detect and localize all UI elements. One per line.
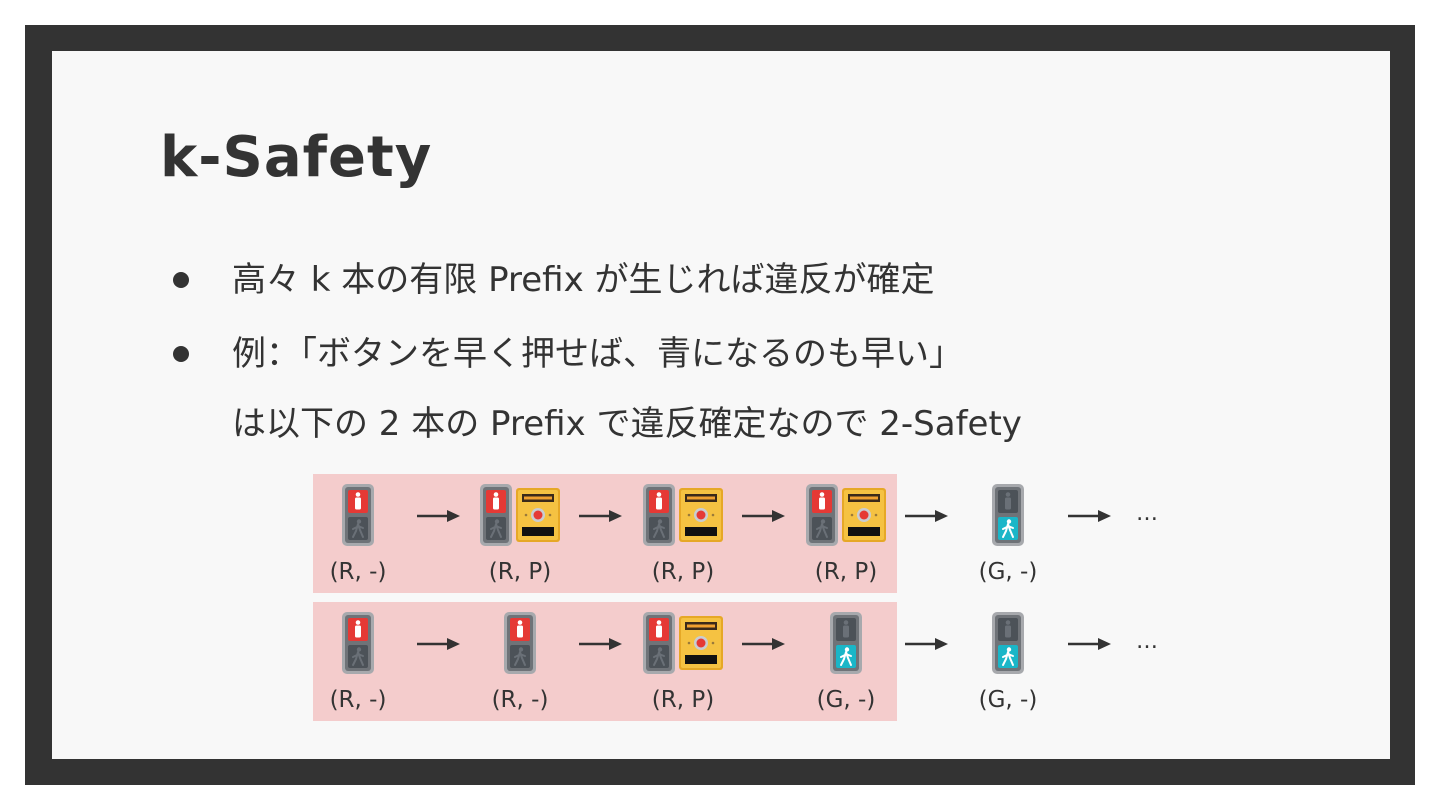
right-arrow-icon	[579, 510, 622, 522]
step-icons	[948, 484, 1068, 548]
push-button-box-icon	[516, 488, 560, 542]
bullet-text: 例：「ボタンを早く押せば、青になるのも早い」	[232, 334, 963, 374]
green-signal-icon	[992, 484, 1024, 546]
transition-arrow	[1066, 634, 1112, 654]
state-label: (R, -)	[491, 687, 549, 713]
red-signal-icon	[504, 612, 536, 674]
bullet-dot	[173, 346, 189, 362]
step-icons	[460, 612, 580, 676]
right-arrow-icon	[1068, 510, 1111, 522]
state-label: (G, -)	[816, 687, 876, 713]
red-signal-icon	[342, 484, 374, 546]
push-button-box-icon	[842, 488, 886, 542]
bullet-text-continued: は以下の 2 本の Prefix で違反確定なので 2-Safety	[232, 404, 1022, 444]
right-arrow-icon	[905, 510, 948, 522]
transition-arrow	[903, 634, 949, 654]
continuation-ellipsis: …	[1136, 629, 1158, 654]
transition-arrow	[740, 634, 786, 654]
bullet-dot	[173, 272, 189, 288]
right-arrow-icon	[905, 638, 948, 650]
transition-arrow	[577, 506, 623, 526]
transition-arrow	[577, 634, 623, 654]
state-label: (G, -)	[978, 687, 1038, 713]
state-label: (R, P)	[651, 559, 715, 585]
green-signal-icon	[992, 612, 1024, 674]
red-signal-icon	[480, 484, 512, 546]
step-icons	[786, 612, 906, 676]
right-arrow-icon	[579, 638, 622, 650]
right-arrow-icon	[742, 510, 785, 522]
step-icons	[480, 484, 600, 548]
push-button-box-icon	[679, 616, 723, 670]
step-icons	[643, 612, 763, 676]
step-icons	[643, 484, 763, 548]
push-button-box-icon	[679, 488, 723, 542]
transition-arrow	[740, 506, 786, 526]
state-label: (G, -)	[978, 559, 1038, 585]
step-icons	[806, 484, 926, 548]
green-signal-icon	[830, 612, 862, 674]
red-signal-icon	[806, 484, 838, 546]
transition-arrow	[415, 634, 461, 654]
red-signal-icon	[643, 484, 675, 546]
right-arrow-icon	[417, 510, 460, 522]
right-arrow-icon	[417, 638, 460, 650]
state-label: (R, P)	[488, 559, 552, 585]
step-icons	[948, 612, 1068, 676]
state-label: (R, -)	[329, 559, 387, 585]
state-label: (R, P)	[651, 687, 715, 713]
continuation-ellipsis: …	[1136, 501, 1158, 526]
prefix-highlight-row-1	[313, 474, 897, 593]
step-icons	[298, 612, 418, 676]
right-arrow-icon	[742, 638, 785, 650]
transition-arrow	[415, 506, 461, 526]
bullet-text: 高々 k 本の有限 Prefix が生じれば違反が確定	[232, 260, 935, 300]
right-arrow-icon	[1068, 638, 1111, 650]
state-label: (R, -)	[329, 687, 387, 713]
transition-arrow	[1066, 506, 1112, 526]
slide-title: k-Safety	[160, 125, 433, 190]
state-label: (R, P)	[814, 559, 878, 585]
red-signal-icon	[643, 612, 675, 674]
transition-arrow	[903, 506, 949, 526]
prefix-highlight-row-2	[313, 602, 897, 721]
step-icons	[298, 484, 418, 548]
red-signal-icon	[342, 612, 374, 674]
